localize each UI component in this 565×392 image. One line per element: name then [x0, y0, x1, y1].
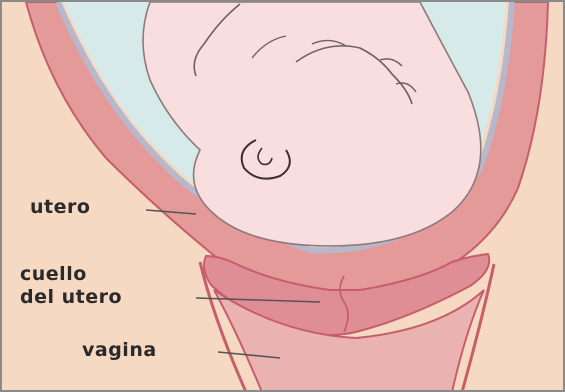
label-utero: utero: [30, 196, 90, 218]
label-cuello-line1: cuello: [20, 263, 87, 285]
label-cuello-line2: del utero: [20, 286, 122, 308]
label-vagina: vagina: [82, 339, 157, 361]
